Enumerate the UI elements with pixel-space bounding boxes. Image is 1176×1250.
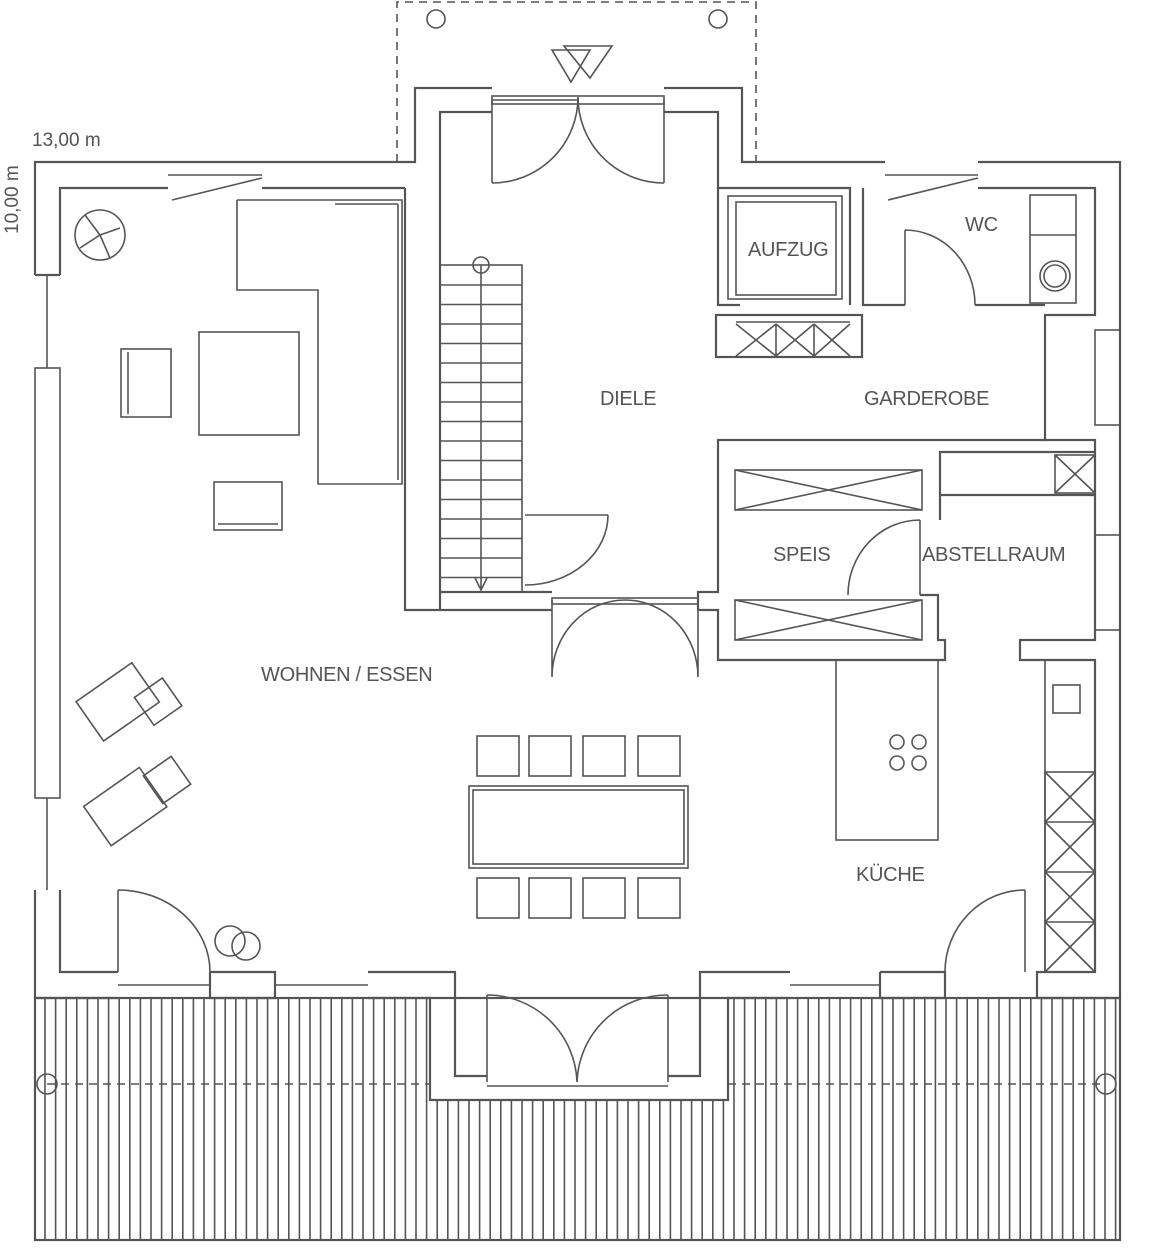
depth-dimension: 10,00 m [2, 165, 23, 234]
room-label-kueche: KÜCHE [856, 864, 925, 886]
dining-chair [528, 877, 572, 919]
entrance-canopy [396, 1, 757, 162]
doors [117, 95, 1026, 1083]
dining-chair [637, 735, 681, 777]
dining-chair [476, 735, 520, 777]
dining-chair [476, 877, 520, 919]
toilet-icon [1039, 260, 1071, 292]
elevator [727, 195, 843, 300]
dining-chair [637, 877, 681, 919]
dining-chair [582, 877, 626, 919]
room-label-abstellraum: ABSTELLRAUM [922, 544, 1065, 566]
furniture [74, 194, 1096, 973]
staircase [439, 256, 523, 593]
dining-table [468, 785, 689, 869]
outer-walls [33, 86, 1122, 1102]
width-dimension: 13,00 m [32, 130, 101, 151]
dining-chair [582, 735, 626, 777]
room-label-speis: SPEIS [773, 544, 830, 566]
plant-icon [74, 209, 126, 261]
room-label-aufzug: AUFZUG [748, 239, 828, 261]
room-label-diele: DIELE [600, 388, 656, 410]
wardrobe-units [735, 323, 851, 357]
room-label-wohnen-essen: WOHNEN / ESSEN [261, 664, 432, 686]
plant-icon [214, 925, 261, 961]
kitchen-island [835, 659, 939, 841]
room-label-garderobe: GARDEROBE [864, 388, 989, 410]
dining-chair [528, 735, 572, 777]
wc-unit [1029, 194, 1077, 304]
room-label-wc: WC [965, 214, 998, 236]
terrace [33, 996, 1122, 1242]
